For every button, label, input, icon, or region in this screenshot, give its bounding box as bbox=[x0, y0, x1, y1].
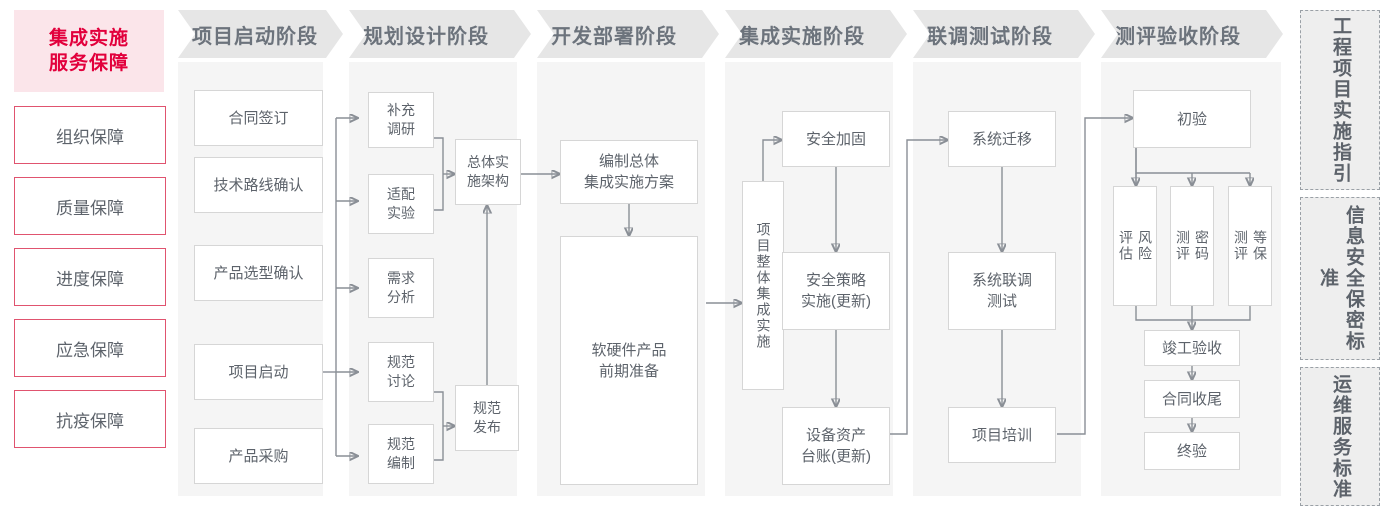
node-spec-release[interactable]: 规范发布 bbox=[455, 385, 519, 451]
standard-panel-security[interactable]: 信息安全保密标准 bbox=[1300, 197, 1380, 360]
node-spec-discussion[interactable]: 规范讨论 bbox=[368, 342, 434, 402]
node-mlps-evaluation[interactable]: 等保测评 bbox=[1228, 186, 1272, 306]
standard-panel-operations-label: 运维服务标准 bbox=[1330, 373, 1351, 500]
node-contract-closeout[interactable]: 合同收尾 bbox=[1144, 380, 1240, 418]
node-joint-debug-test[interactable]: 系统联调测试 bbox=[948, 252, 1056, 330]
node-system-migration[interactable]: 系统迁移 bbox=[948, 111, 1056, 167]
phase-header-6[interactable]: 测评验收阶段 bbox=[1101, 10, 1283, 58]
phase-header-2-label: 规划设计阶段 bbox=[363, 25, 489, 48]
node-hw-sw-preparation[interactable]: 软硬件产品前期准备 bbox=[560, 236, 698, 485]
node-requirement-analysis[interactable]: 需求分析 bbox=[368, 258, 434, 318]
phase-header-5-label: 联调测试阶段 bbox=[927, 25, 1053, 48]
brand-line-2: 服务保障 bbox=[48, 53, 129, 74]
node-risk-assessment[interactable]: 风险评估 bbox=[1113, 186, 1157, 306]
brand-card: 集成实施 服务保障 bbox=[14, 10, 164, 92]
node-contract-signing[interactable]: 合同签订 bbox=[194, 90, 323, 146]
node-product-selection[interactable]: 产品选型确认 bbox=[194, 245, 323, 301]
node-tech-route-confirm[interactable]: 技术路线确认 bbox=[194, 157, 323, 213]
standard-panel-security-label: 信息安全保密标准 bbox=[1317, 205, 1364, 352]
node-security-policy-update[interactable]: 安全策略实施(更新) bbox=[782, 252, 890, 330]
node-completion-acceptance[interactable]: 竣工验收 bbox=[1144, 330, 1240, 366]
phase-header-1-label: 项目启动阶段 bbox=[192, 25, 318, 48]
assurance-sidebar: 集成实施 服务保障 组织保障 质量保障 进度保障 应急保障 抗疫保障 bbox=[14, 10, 166, 506]
node-preliminary-acceptance[interactable]: 初验 bbox=[1133, 90, 1251, 148]
node-project-training[interactable]: 项目培训 bbox=[948, 407, 1056, 463]
brand-line-1: 集成实施 bbox=[48, 28, 129, 49]
standard-panel-operations[interactable]: 运维服务标准 bbox=[1300, 367, 1380, 506]
node-overall-integration[interactable]: 项目整体集成实施 bbox=[742, 181, 784, 390]
node-security-hardening[interactable]: 安全加固 bbox=[782, 111, 890, 167]
assurance-card-schedule[interactable]: 进度保障 bbox=[14, 248, 166, 306]
phase-header-6-label: 测评验收阶段 bbox=[1115, 25, 1241, 48]
phase-header-5[interactable]: 联调测试阶段 bbox=[913, 10, 1095, 58]
phase-header-4[interactable]: 集成实施阶段 bbox=[725, 10, 907, 58]
node-crypto-evaluation[interactable]: 密码测评 bbox=[1170, 186, 1214, 306]
node-asset-ledger-update[interactable]: 设备资产台账(更新) bbox=[782, 407, 890, 485]
node-project-kickoff[interactable]: 项目启动 bbox=[194, 344, 323, 400]
node-product-procurement[interactable]: 产品采购 bbox=[194, 428, 323, 484]
standard-panel-engineering[interactable]: 工程项目实施指引 bbox=[1300, 10, 1380, 190]
node-supplementary-research[interactable]: 补充调研 bbox=[368, 92, 434, 148]
phase-header-3-label: 开发部署阶段 bbox=[551, 25, 677, 48]
assurance-card-epidemic[interactable]: 抗疫保障 bbox=[14, 390, 166, 448]
node-spec-drafting[interactable]: 规范编制 bbox=[368, 424, 434, 484]
phase-header-4-label: 集成实施阶段 bbox=[739, 25, 865, 48]
phase-header-1[interactable]: 项目启动阶段 bbox=[178, 10, 343, 58]
node-adaptation-experiment[interactable]: 适配实验 bbox=[368, 174, 434, 234]
assurance-card-organization[interactable]: 组织保障 bbox=[14, 106, 166, 164]
phase-header-3[interactable]: 开发部署阶段 bbox=[537, 10, 719, 58]
standard-panel-engineering-label: 工程项目实施指引 bbox=[1330, 16, 1351, 184]
phase-header-2[interactable]: 规划设计阶段 bbox=[349, 10, 531, 58]
assurance-card-emergency[interactable]: 应急保障 bbox=[14, 319, 166, 377]
node-overall-architecture[interactable]: 总体实施架构 bbox=[455, 139, 521, 205]
assurance-card-quality[interactable]: 质量保障 bbox=[14, 177, 166, 235]
node-overall-plan-drafting[interactable]: 编制总体集成实施方案 bbox=[560, 140, 698, 204]
node-final-acceptance[interactable]: 终验 bbox=[1144, 432, 1240, 470]
